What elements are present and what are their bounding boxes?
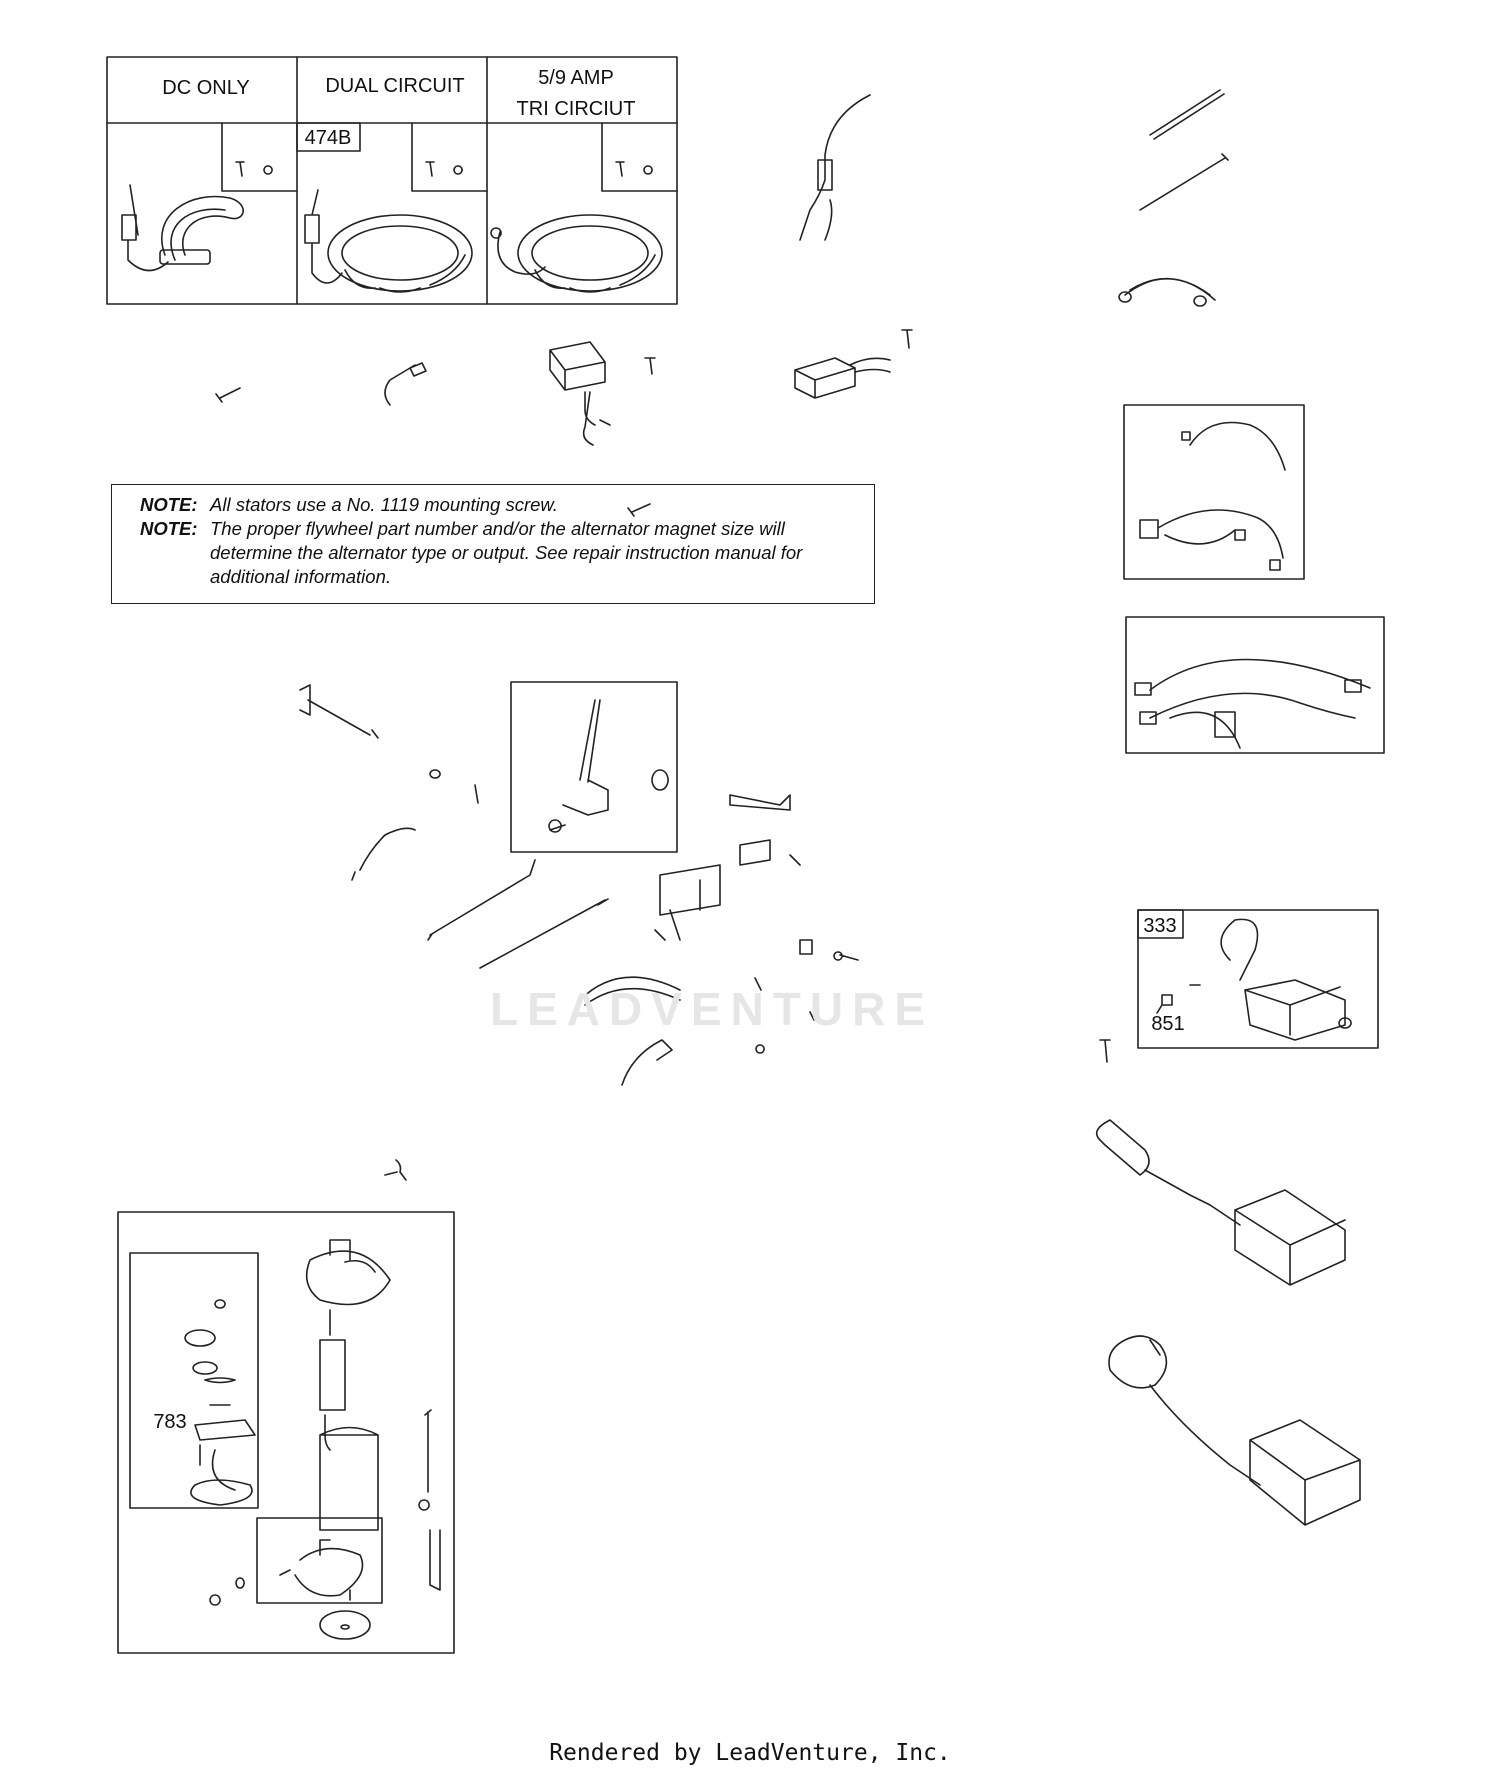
screw-icon: [901, 329, 913, 349]
screw-icon: [215, 387, 241, 403]
note-text-2: The proper flywheel part number and/or t…: [210, 518, 803, 587]
footer-credit: Rendered by LeadVenture, Inc.: [549, 1740, 951, 1766]
harness-box-1: [1123, 404, 1305, 580]
callout-783: 783: [153, 1411, 186, 1433]
harness-box-2: [1125, 616, 1385, 754]
note-text-1: All stators use a No. 1119 mounting scre…: [210, 494, 558, 515]
regulator-icon: [794, 357, 891, 399]
note-label-2: NOTE:: [140, 518, 198, 539]
note-box: NOTE: All stators use a No. 1119 mountin…: [111, 484, 875, 604]
note-label-1: NOTE:: [140, 494, 198, 515]
stator-dual-circuit-icon: [304, 189, 473, 293]
stator-dc-only-icon: [121, 184, 244, 272]
header-tri-circuit: TRI CIRCIUT: [517, 98, 636, 120]
header-dual-circuit: DUAL CIRCUIT: [325, 75, 464, 97]
starter-motor-box: 783: [117, 1211, 455, 1654]
stator-tri-circuit-icon: [490, 214, 663, 293]
ignition-coil-1-icon: [1095, 1119, 1346, 1286]
screw-icon: [644, 357, 656, 375]
small-parts-row: [215, 329, 913, 446]
ignition-coil-box: 333 851: [1137, 909, 1379, 1049]
wire-connector-icon: [384, 362, 427, 406]
cable-tie-icon: [1139, 153, 1229, 211]
callout-474b: 474B: [305, 127, 352, 149]
governor-linkage: [299, 681, 859, 1181]
callout-851: 851: [1151, 1013, 1184, 1035]
ignition-coil-2-icon: [1108, 1335, 1361, 1526]
rectifier-icon: [549, 341, 611, 446]
right-top-parts: [799, 89, 1229, 307]
mounting-screw-inline-icon: [627, 503, 651, 517]
wire-harness-icon: [799, 94, 871, 241]
screw-icon: [1099, 1039, 1111, 1063]
mounting-screw-icon: [235, 161, 653, 177]
header-dc-only: DC ONLY: [162, 77, 249, 99]
ground-wire-icon: [1118, 277, 1216, 307]
rod-icon: [1149, 89, 1225, 140]
callout-333: 333: [1143, 915, 1176, 937]
watermark: LEADVENTURE: [490, 983, 935, 1035]
stator-table: DC ONLY DUAL CIRCUIT 5/9 AMP TRI CIRCIUT…: [106, 56, 678, 305]
header-amp: 5/9 AMP: [538, 67, 614, 89]
